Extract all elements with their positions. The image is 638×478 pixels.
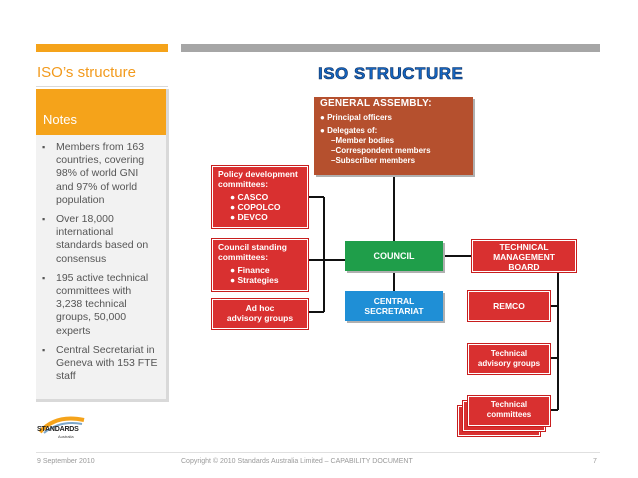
council-box: COUNCIL: [345, 241, 443, 271]
technical-committees-box: Technical committees: [467, 395, 551, 427]
diagram-title: ISO STRUCTURE: [318, 64, 464, 84]
note-text: Over 18,000 international standards base…: [56, 213, 149, 265]
list-item: ▪ Over 18,000 international standards bas…: [40, 213, 158, 266]
list-item: ▪ Central Secretariat in Geneva with 153 …: [40, 344, 158, 384]
casco: CASCO: [237, 192, 269, 202]
remco-label: REMCO: [493, 301, 525, 311]
subscriber-members: –Subscriber members: [331, 156, 416, 165]
notes-header: [36, 89, 166, 135]
policy-title-line1: Policy development: [218, 169, 298, 179]
principal-officers: Principal officers: [327, 113, 392, 122]
tag-line1: Technical: [490, 349, 528, 358]
list-item: ▪ 195 active technical committees with 3,…: [40, 272, 158, 338]
footer-date: 9 September 2010: [37, 458, 95, 465]
bullet-icon: ▪: [42, 214, 46, 225]
ad-hoc-line1: Ad hoc: [245, 303, 275, 313]
bullet-icon: ▪: [42, 142, 46, 152]
member-bodies: –Member bodies: [331, 136, 395, 145]
standards-australia-logo: [38, 416, 85, 434]
copolco: COPOLCO: [237, 202, 281, 212]
tmb-line3: BOARD: [508, 262, 540, 272]
ad-hoc-line2: advisory groups: [226, 313, 294, 323]
note-text: 195 active technical committees with 3,2…: [56, 271, 149, 337]
council-label: COUNCIL: [373, 251, 415, 261]
central-secretariat-box: CENTRAL SECRETARIAT: [345, 291, 443, 321]
logo-wordmark: STANDARDS: [37, 426, 79, 433]
strategies: Strategies: [237, 275, 279, 285]
notes-list: ▪ Members from 163 countries, covering 98…: [40, 141, 158, 389]
policy-title-line2: committees:: [218, 179, 269, 189]
tmb-line2: MANAGEMENT: [493, 252, 555, 262]
page-number: 7: [593, 458, 597, 465]
footer-divider: [36, 452, 600, 453]
notes-panel: [36, 89, 169, 402]
ad-hoc-advisory-box: Ad hoc advisory groups: [211, 298, 309, 330]
finance: Finance: [237, 265, 270, 275]
logo-subtext: Australia: [58, 434, 74, 439]
devco: DEVCO: [237, 212, 268, 222]
list-item: ▪ Members from 163 countries, covering 98…: [40, 141, 158, 207]
technical-advisory-groups-box: Technical advisory groups: [467, 343, 551, 375]
note-text: Members from 163 countries, covering 98%…: [56, 141, 145, 206]
note-text: Central Secretariat in Geneva with 153 F…: [56, 343, 158, 383]
general-assembly-box: GENERAL ASSEMBLY: ● Principal officers ●…: [314, 97, 473, 175]
notes-title: Notes: [43, 112, 77, 127]
central-secretariat-line1: CENTRAL: [373, 296, 415, 306]
tag-line2: advisory groups: [477, 359, 541, 368]
council-standing-title-line1: Council standing: [218, 242, 287, 252]
policy-development-box: Policy development committees: ● CASCO ●…: [211, 165, 309, 229]
accent-bar-orange: [36, 44, 168, 52]
tmb-line1: TECHNICAL: [499, 242, 549, 252]
council-standing-title-line2: committees:: [218, 252, 269, 262]
bullet-icon: ▪: [42, 344, 46, 355]
council-standing-box: Council standing committees: ● Finance ●…: [211, 238, 309, 292]
divider: [36, 86, 168, 87]
general-assembly-title: GENERAL ASSEMBLY:: [320, 98, 432, 109]
central-secretariat-line2: SECRETARIAT: [364, 306, 424, 316]
accent-bar-gray: [181, 44, 600, 52]
footer-copyright: Copyright © 2010 Standards Australia Lim…: [181, 458, 413, 465]
tc-line1: Technical: [490, 400, 528, 409]
delegates: Delegates of:: [327, 126, 378, 135]
remco-box: REMCO: [467, 290, 551, 322]
bullet-icon: ▪: [42, 272, 46, 283]
correspondent-members: –Correspondent members: [331, 146, 431, 155]
tc-line2: committees: [486, 410, 532, 419]
technical-management-board-box: TECHNICAL MANAGEMENT BOARD: [471, 239, 577, 273]
slide-title: ISO’s structure: [37, 64, 136, 81]
